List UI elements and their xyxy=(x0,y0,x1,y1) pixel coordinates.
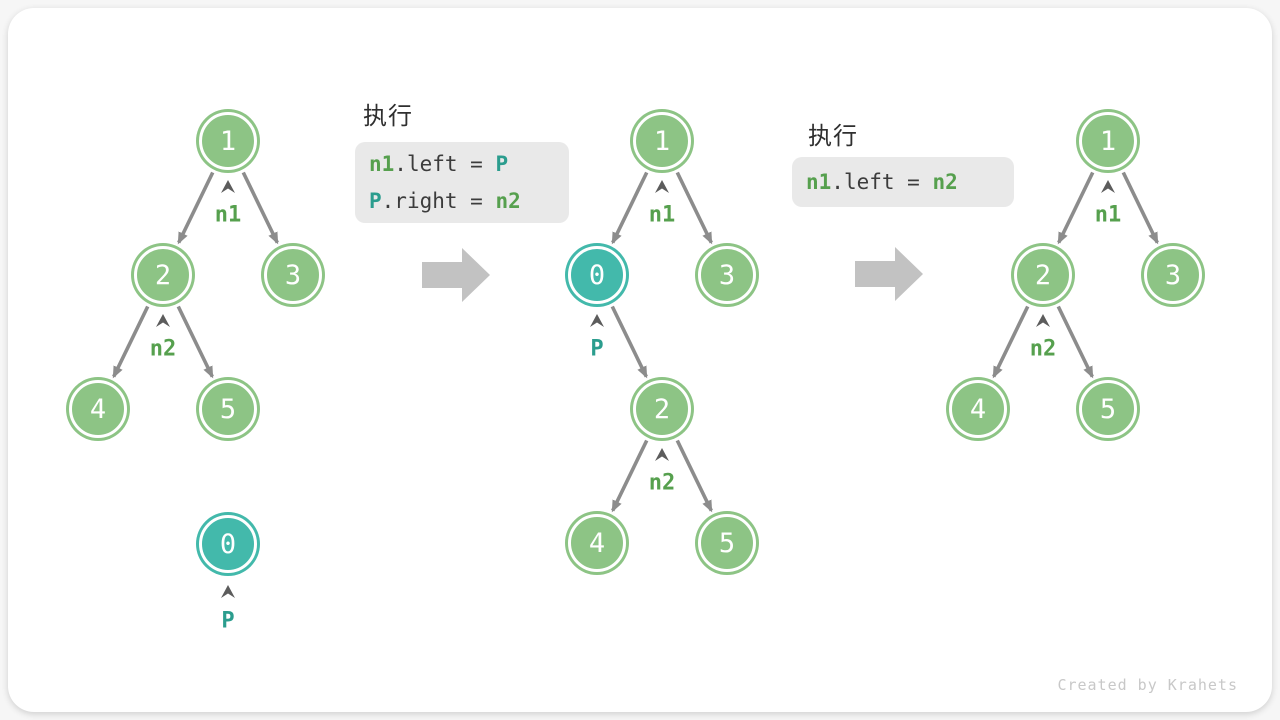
tree-node-3: 3 xyxy=(264,246,322,304)
tree-node-1: 1 xyxy=(199,112,257,170)
pointer-label-n1: n1 xyxy=(1094,202,1122,228)
code-token: n2 xyxy=(495,188,521,213)
tree-node-2: 2 xyxy=(1014,246,1072,304)
caret-up-icon xyxy=(221,180,235,193)
pointer-label-n2: n2 xyxy=(1029,336,1057,362)
tree-edge xyxy=(675,171,713,245)
code-token: .left = xyxy=(831,169,933,194)
tree-node-2: 2 xyxy=(134,246,192,304)
caret-icons-group xyxy=(156,180,1115,598)
caret-up-icon xyxy=(1101,180,1115,193)
tree-node-5: 5 xyxy=(1079,380,1137,438)
code-token: n1 xyxy=(806,169,832,194)
code-token: n1 xyxy=(369,151,395,176)
exec-heading: 执行 xyxy=(808,123,858,150)
tree-edge xyxy=(611,439,649,513)
tree-node-0: 0 xyxy=(568,246,626,304)
pointer-label-n1: n1 xyxy=(648,202,676,228)
tree-edge xyxy=(611,171,649,245)
tree-node-1: 1 xyxy=(633,112,691,170)
tree-edge xyxy=(241,171,279,245)
block-arrow-icon xyxy=(855,247,923,301)
code-line: n1.left = P xyxy=(369,146,569,183)
caret-up-icon xyxy=(221,585,235,598)
tree-edge xyxy=(177,171,215,245)
caret-up-icon xyxy=(1036,314,1050,327)
tree-edge xyxy=(675,439,713,513)
pointer-label-n2: n2 xyxy=(648,470,676,496)
tree-node-5: 5 xyxy=(698,514,756,572)
caret-up-icon xyxy=(655,448,669,461)
code-token: .left = xyxy=(394,151,496,176)
caret-up-icon xyxy=(590,314,604,327)
pointer-label-n2: n2 xyxy=(149,336,177,362)
watermark: Created by Krahets xyxy=(1057,676,1238,694)
tree-node-1: 1 xyxy=(1079,112,1137,170)
code-token: P xyxy=(495,151,509,176)
tree-node-4: 4 xyxy=(949,380,1007,438)
tree-edge xyxy=(112,305,150,379)
exec-heading: 执行 xyxy=(363,103,413,130)
pointer-label-P: P xyxy=(590,336,604,362)
tree-node-4: 4 xyxy=(568,514,626,572)
code-line: P.right = n2 xyxy=(369,183,569,220)
tree-edge xyxy=(610,305,648,379)
tree-node-5: 5 xyxy=(199,380,257,438)
code-token: n2 xyxy=(932,169,958,194)
tree-node-0: 0 xyxy=(199,515,257,573)
tree-edges-group xyxy=(112,171,1159,513)
block-arrow-icon xyxy=(422,248,490,302)
tree-node-4: 4 xyxy=(69,380,127,438)
code-token: P xyxy=(369,188,382,213)
tree-edge xyxy=(992,305,1030,379)
pointer-label-P: P xyxy=(221,608,235,634)
tree-edge xyxy=(1057,171,1095,245)
code-box-2: n1.left = n2 xyxy=(792,157,1014,207)
block-arrows-group xyxy=(422,247,923,302)
tree-node-2: 2 xyxy=(633,380,691,438)
pointer-label-n1: n1 xyxy=(214,202,242,228)
tree-edge xyxy=(1121,171,1159,245)
code-token: .right = xyxy=(381,188,496,213)
caret-up-icon xyxy=(156,314,170,327)
tree-edge xyxy=(1056,305,1094,379)
caret-up-icon xyxy=(655,180,669,193)
tree-node-3: 3 xyxy=(698,246,756,304)
tree-edge xyxy=(176,305,214,379)
code-line: n1.left = n2 xyxy=(806,164,1014,201)
tree-node-3: 3 xyxy=(1144,246,1202,304)
